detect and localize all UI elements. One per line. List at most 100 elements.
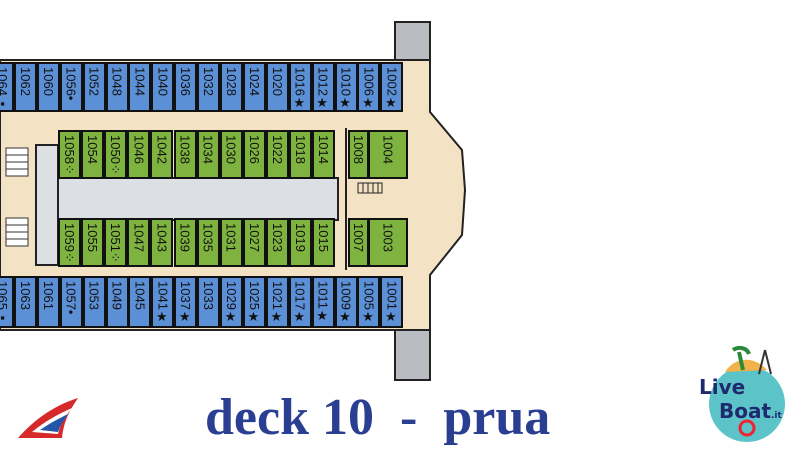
- cabin-number: 1048: [109, 67, 125, 96]
- cabin-1026[interactable]: 1026: [242, 130, 266, 179]
- cabin-1057[interactable]: 1057•: [59, 276, 83, 328]
- cabin-number: 1002★: [384, 67, 400, 111]
- cabin-number: 1049: [109, 281, 125, 310]
- cabin-1017[interactable]: 1017★: [288, 276, 312, 328]
- cabin-1034[interactable]: 1034: [196, 130, 220, 179]
- cabin-1027[interactable]: 1027: [242, 218, 266, 267]
- cabin-number: 1056•: [63, 67, 79, 101]
- cabin-1012[interactable]: 1012★: [311, 62, 335, 112]
- cabin-number: 1040: [155, 67, 171, 96]
- cabin-1024[interactable]: 1024: [242, 62, 266, 112]
- cabin-1040[interactable]: 1040: [151, 62, 175, 112]
- cabin-number: 1021★: [269, 281, 285, 325]
- cabin-1031[interactable]: 1031: [219, 218, 243, 267]
- cabin-1005[interactable]: 1005★: [357, 276, 381, 328]
- cabin-1043[interactable]: 1043: [150, 218, 174, 267]
- cabin-1041[interactable]: 1041★: [151, 276, 175, 328]
- cabin-number: 1045: [132, 281, 148, 310]
- cabin-1022[interactable]: 1022: [265, 130, 289, 179]
- cabin-1062[interactable]: 1062: [13, 62, 37, 112]
- cabin-number: 1057•: [63, 281, 79, 315]
- cabin-1047[interactable]: 1047: [127, 218, 151, 267]
- central-corridor: [57, 177, 339, 221]
- cabin-1033[interactable]: 1033: [197, 276, 221, 328]
- cabin-1035[interactable]: 1035: [196, 218, 220, 267]
- cabin-1064[interactable]: 1064▪: [0, 62, 14, 112]
- cabin-number: 1050⁘: [108, 135, 124, 175]
- cabin-1051[interactable]: 1051⁘: [104, 218, 128, 267]
- cabin-number: 1029★: [224, 281, 239, 325]
- deck-title: deck 10 - prua: [205, 389, 551, 446]
- cabin-1037[interactable]: 1037★: [174, 276, 198, 328]
- cabin-number: 1060: [40, 67, 56, 96]
- cabin-1052[interactable]: 1052: [82, 62, 106, 112]
- cabin-1003[interactable]: 1003: [368, 218, 408, 267]
- cabin-1063[interactable]: 1063: [13, 276, 37, 328]
- cabin-1036[interactable]: 1036: [174, 62, 198, 112]
- cabin-1048[interactable]: 1048: [105, 62, 129, 112]
- cabin-1015[interactable]: 1015: [312, 218, 336, 267]
- cabin-number: 1015: [316, 223, 332, 252]
- cabin-1016[interactable]: 1016★: [288, 62, 312, 112]
- cabin-number: 1059⁘: [62, 223, 77, 263]
- cabin-1059[interactable]: 1059⁘: [58, 218, 81, 267]
- cabin-number: 1033: [201, 281, 217, 310]
- cabin-1044[interactable]: 1044: [128, 62, 152, 112]
- cabin-1021[interactable]: 1021★: [265, 276, 289, 328]
- cabin-1001[interactable]: 1001★: [380, 276, 404, 328]
- cabin-1060[interactable]: 1060: [36, 62, 60, 112]
- cabin-1055[interactable]: 1055: [81, 218, 105, 267]
- cabin-1054[interactable]: 1054: [81, 130, 105, 179]
- cabin-number: 1044: [132, 67, 148, 96]
- cabin-1039[interactable]: 1039: [173, 218, 197, 267]
- cabin-1008[interactable]: 1008: [348, 130, 369, 179]
- cabin-1058[interactable]: 1058⁘: [58, 130, 81, 179]
- cabin-1042[interactable]: 1042: [150, 130, 174, 179]
- cabin-number: 1043: [154, 223, 170, 252]
- liveboat-logo: Live Boat .it: [699, 345, 785, 442]
- cabin-1061[interactable]: 1061: [36, 276, 60, 328]
- cabin-1019[interactable]: 1019: [289, 218, 312, 267]
- cabin-number: 1007: [351, 223, 366, 252]
- cabin-1009[interactable]: 1009★: [334, 276, 358, 328]
- cabin-1032[interactable]: 1032: [197, 62, 221, 112]
- cabin-1065[interactable]: 1065▪: [0, 276, 14, 328]
- cabin-1006[interactable]: 1006★: [357, 62, 381, 112]
- cabin-1011[interactable]: 1011★: [311, 276, 335, 328]
- cabin-1023[interactable]: 1023: [265, 218, 289, 267]
- cabin-number: 1028: [224, 67, 239, 96]
- cabin-number: 1039: [177, 223, 193, 252]
- cabin-number: 1001★: [384, 281, 400, 325]
- cabin-1029[interactable]: 1029★: [220, 276, 243, 328]
- svg-text:Boat: Boat: [719, 399, 771, 423]
- cabin-1049[interactable]: 1049: [105, 276, 129, 328]
- cabin-1030[interactable]: 1030: [219, 130, 243, 179]
- cabin-1002[interactable]: 1002★: [380, 62, 404, 112]
- cabin-number: 1041★: [155, 281, 171, 325]
- cabin-1056[interactable]: 1056•: [59, 62, 83, 112]
- cabin-1014[interactable]: 1014: [312, 130, 336, 179]
- cabin-1046[interactable]: 1046: [127, 130, 151, 179]
- elevator-icon: [357, 182, 383, 194]
- cabin-number: 1051⁘: [108, 223, 124, 263]
- cabin-1007[interactable]: 1007: [348, 218, 369, 267]
- cabin-1004[interactable]: 1004: [368, 130, 408, 179]
- cabin-number: 1011★: [315, 281, 331, 324]
- cabin-1028[interactable]: 1028: [220, 62, 243, 112]
- cabin-number: 1037★: [178, 281, 194, 325]
- cabin-1020[interactable]: 1020: [265, 62, 289, 112]
- carnival-logo: [18, 398, 78, 438]
- cabin-number: 1010★: [338, 67, 354, 111]
- cabin-number: 1024: [246, 67, 262, 96]
- cabin-number: 1012★: [315, 67, 331, 111]
- cabin-1038[interactable]: 1038: [173, 130, 197, 179]
- cabin-number: 1016★: [292, 67, 308, 111]
- cabin-1053[interactable]: 1053: [82, 276, 106, 328]
- cabin-1025[interactable]: 1025★: [242, 276, 266, 328]
- cabin-1050[interactable]: 1050⁘: [104, 130, 128, 179]
- cabin-1010[interactable]: 1010★: [334, 62, 358, 112]
- stair-core: [35, 144, 59, 266]
- cabin-1018[interactable]: 1018: [289, 130, 312, 179]
- cabin-number: 1008: [351, 135, 366, 164]
- cabin-1045[interactable]: 1045: [128, 276, 152, 328]
